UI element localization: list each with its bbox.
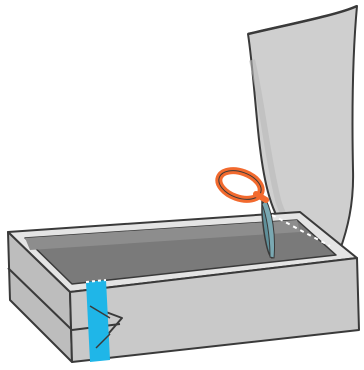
- tape-icon: [86, 280, 110, 362]
- box-icon: [8, 212, 359, 362]
